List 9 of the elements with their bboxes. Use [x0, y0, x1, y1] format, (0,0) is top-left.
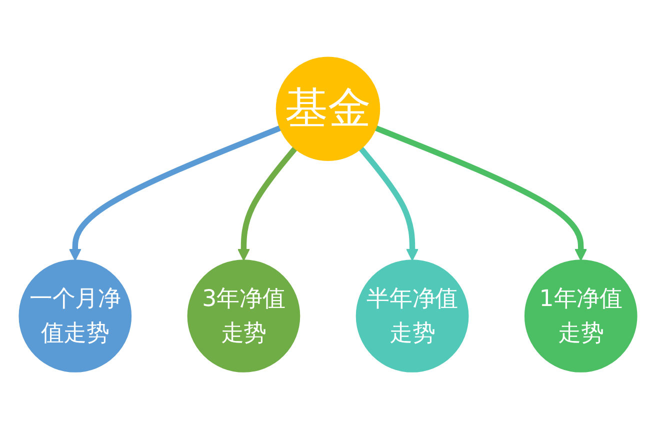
node-circle: 3年净值走势	[187, 260, 300, 372]
node-circle: 基金	[276, 56, 380, 161]
arrow	[68, 125, 282, 261]
arrow	[374, 125, 588, 261]
arrow	[358, 146, 419, 261]
node-circle: 一个月净值走势	[18, 260, 132, 372]
node-circle: 1年净值走势	[524, 260, 638, 372]
arrow	[237, 146, 298, 261]
node-circle: 半年净值走势	[356, 260, 469, 372]
